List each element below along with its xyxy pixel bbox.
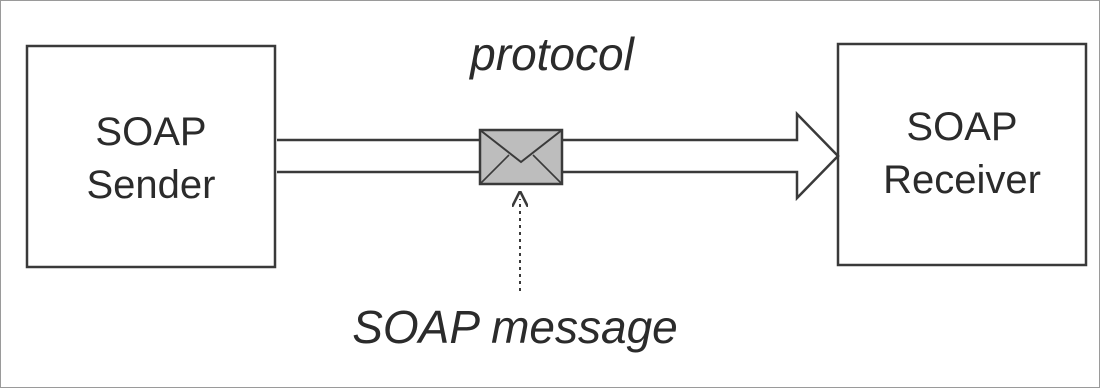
soap-message-label: SOAP message xyxy=(352,301,678,353)
receiver-label-line1: SOAP xyxy=(906,105,1017,149)
cropped-top-text xyxy=(250,0,253,13)
envelope-icon xyxy=(478,128,564,186)
receiver-box xyxy=(836,42,1088,267)
protocol-label: protocol xyxy=(468,28,635,80)
sender-label-line2: Sender xyxy=(87,163,216,207)
sender-box xyxy=(25,44,277,269)
sender-label-line1: SOAP xyxy=(95,110,206,154)
receiver-label-line2: Receiver xyxy=(883,158,1041,202)
